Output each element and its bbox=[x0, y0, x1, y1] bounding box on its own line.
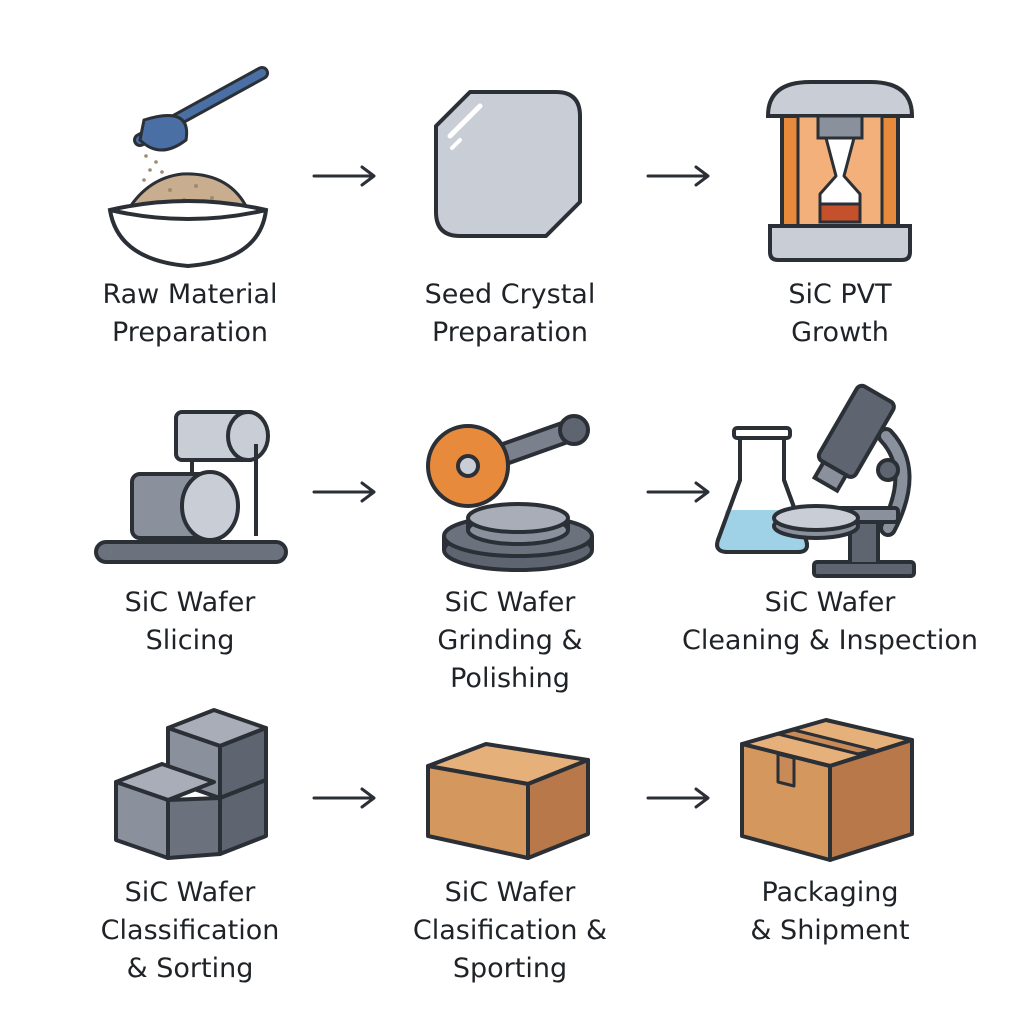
arrow-right-icon bbox=[312, 481, 376, 503]
arrow-right-icon bbox=[646, 787, 710, 809]
arrow-right-icon bbox=[312, 165, 376, 187]
flask-microscope-icon bbox=[715, 383, 916, 578]
arrow-right-icon bbox=[312, 787, 376, 809]
ingot-slicing-machine-icon bbox=[94, 410, 288, 564]
stacked-cubes-icon bbox=[114, 708, 268, 860]
pvt-furnace-icon bbox=[765, 80, 915, 262]
grinding-wheel-icon bbox=[426, 414, 594, 572]
arrow-right-icon bbox=[646, 481, 710, 503]
taped-box-icon bbox=[740, 718, 914, 862]
step-label-packaging-shipment: Packaging& Shipment bbox=[750, 877, 910, 946]
arrow-right-icon bbox=[646, 165, 710, 187]
scoop-bowl-powder-icon bbox=[107, 66, 269, 269]
seed-crystal-plate-icon bbox=[434, 90, 582, 238]
box-icon bbox=[426, 742, 590, 860]
